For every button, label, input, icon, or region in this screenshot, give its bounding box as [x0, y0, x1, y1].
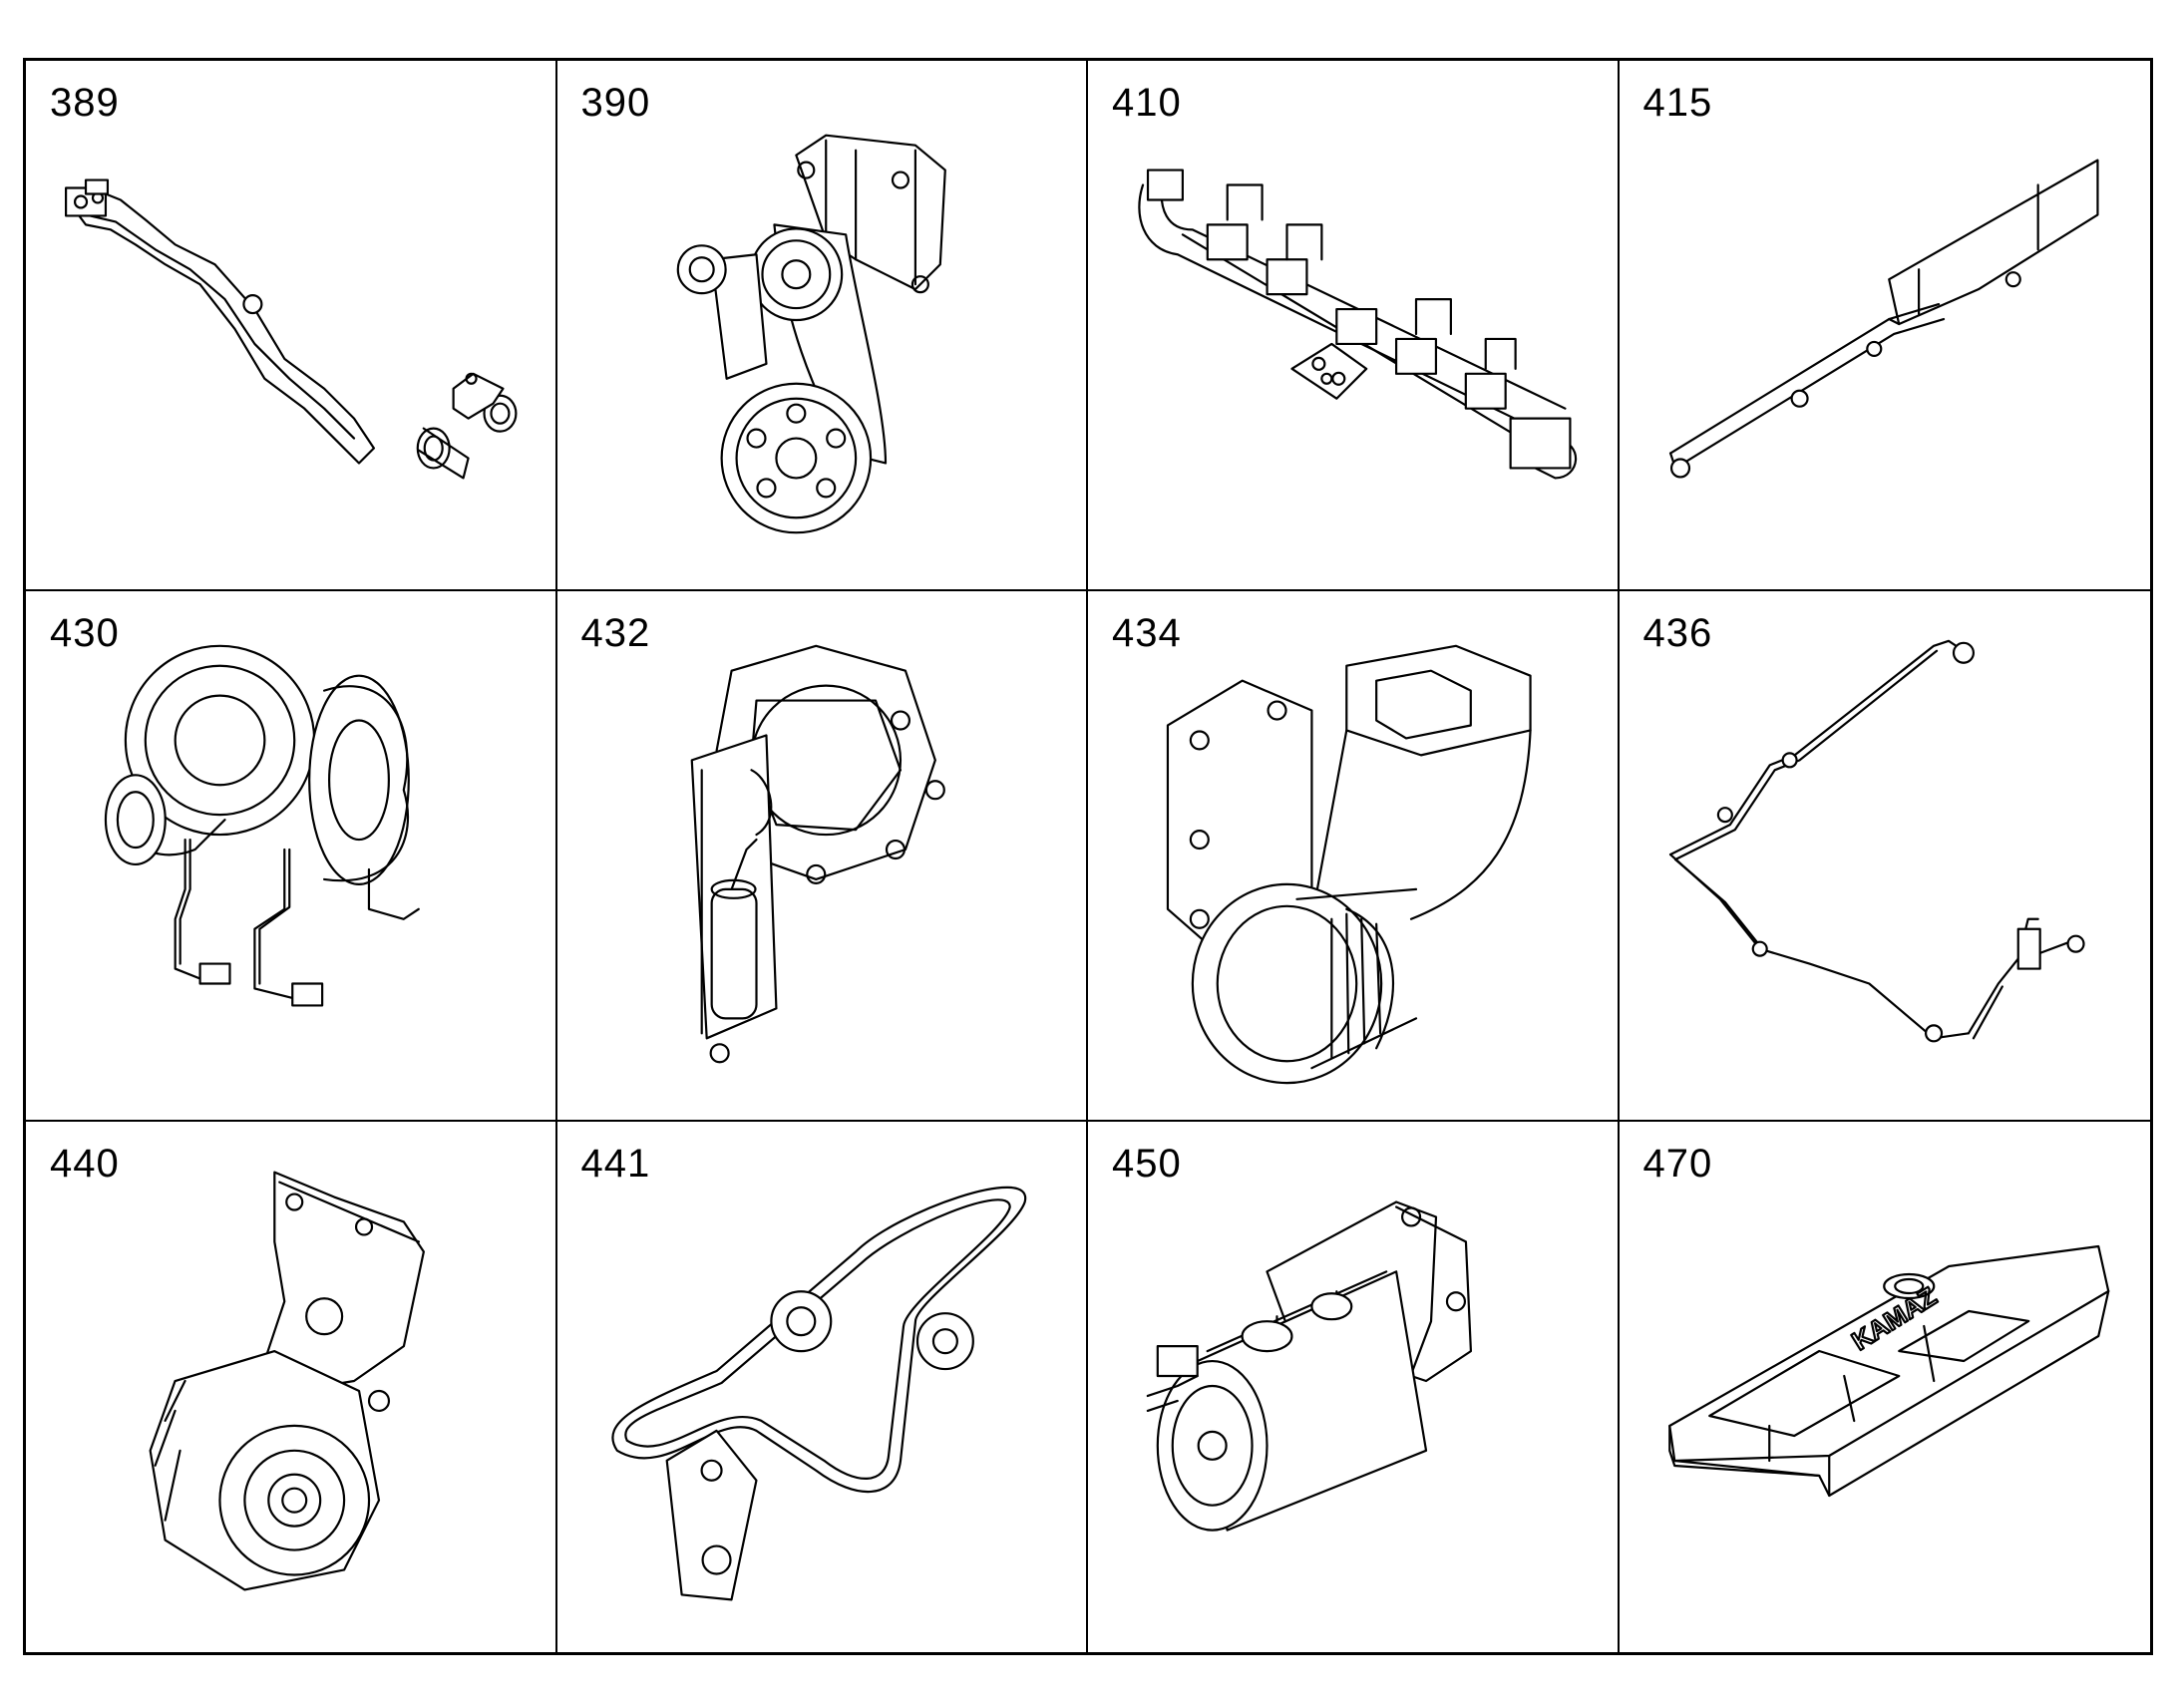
- fuel-tank-icon: KAMAZ: [1667, 1244, 2109, 1498]
- part-number: 415: [1642, 81, 1713, 125]
- part-cell-415[interactable]: 415: [1619, 61, 2150, 591]
- part-cell-390[interactable]: 390: [556, 61, 1088, 591]
- exhaust-brake-icon: [690, 644, 945, 1064]
- exhaust-elbow-icon: [1166, 644, 1532, 1085]
- part-number: 450: [1112, 1142, 1182, 1186]
- part-cell-470[interactable]: 470 KAMAZ: [1620, 1122, 2151, 1652]
- exhaust-manifold-icon: [1138, 169, 1578, 480]
- part-number: 390: [580, 81, 651, 125]
- part-number: 436: [1642, 611, 1713, 655]
- part-cell-432[interactable]: 432: [556, 591, 1088, 1122]
- alternator-icon: [149, 1171, 425, 1591]
- part-cell-440[interactable]: 440: [26, 1122, 557, 1652]
- part-number: 432: [580, 611, 651, 655]
- part-number: 430: [50, 611, 120, 655]
- part-number: 470: [1642, 1142, 1713, 1186]
- part-cell-434[interactable]: 434: [1088, 591, 1620, 1122]
- pipeline-icon: [1668, 639, 2085, 1043]
- part-cell-430[interactable]: 430: [26, 591, 557, 1122]
- part-cell-389[interactable]: 389: [26, 61, 557, 591]
- heat-shield-bracket-icon: [1668, 159, 2099, 479]
- turbocharger-icon: [104, 644, 420, 1007]
- belt-tensioner-drive-icon: [676, 134, 946, 534]
- part-cell-441[interactable]: 441: [557, 1122, 1088, 1652]
- part-number: 434: [1112, 611, 1182, 655]
- coolant-pipe-icon: [65, 178, 518, 480]
- part-cell-450[interactable]: 450: [1088, 1122, 1620, 1652]
- part-cell-436[interactable]: 436: [1619, 591, 2150, 1122]
- parts-index-grid: 389 390: [23, 58, 2153, 1655]
- part-cell-410[interactable]: 410: [1088, 61, 1620, 591]
- part-number: 389: [50, 81, 120, 125]
- drive-belt-icon: [610, 1186, 1026, 1601]
- part-number: 441: [580, 1142, 651, 1186]
- starter-motor-icon: [1146, 1200, 1473, 1532]
- part-number: 440: [50, 1142, 120, 1186]
- part-number: 410: [1112, 81, 1182, 125]
